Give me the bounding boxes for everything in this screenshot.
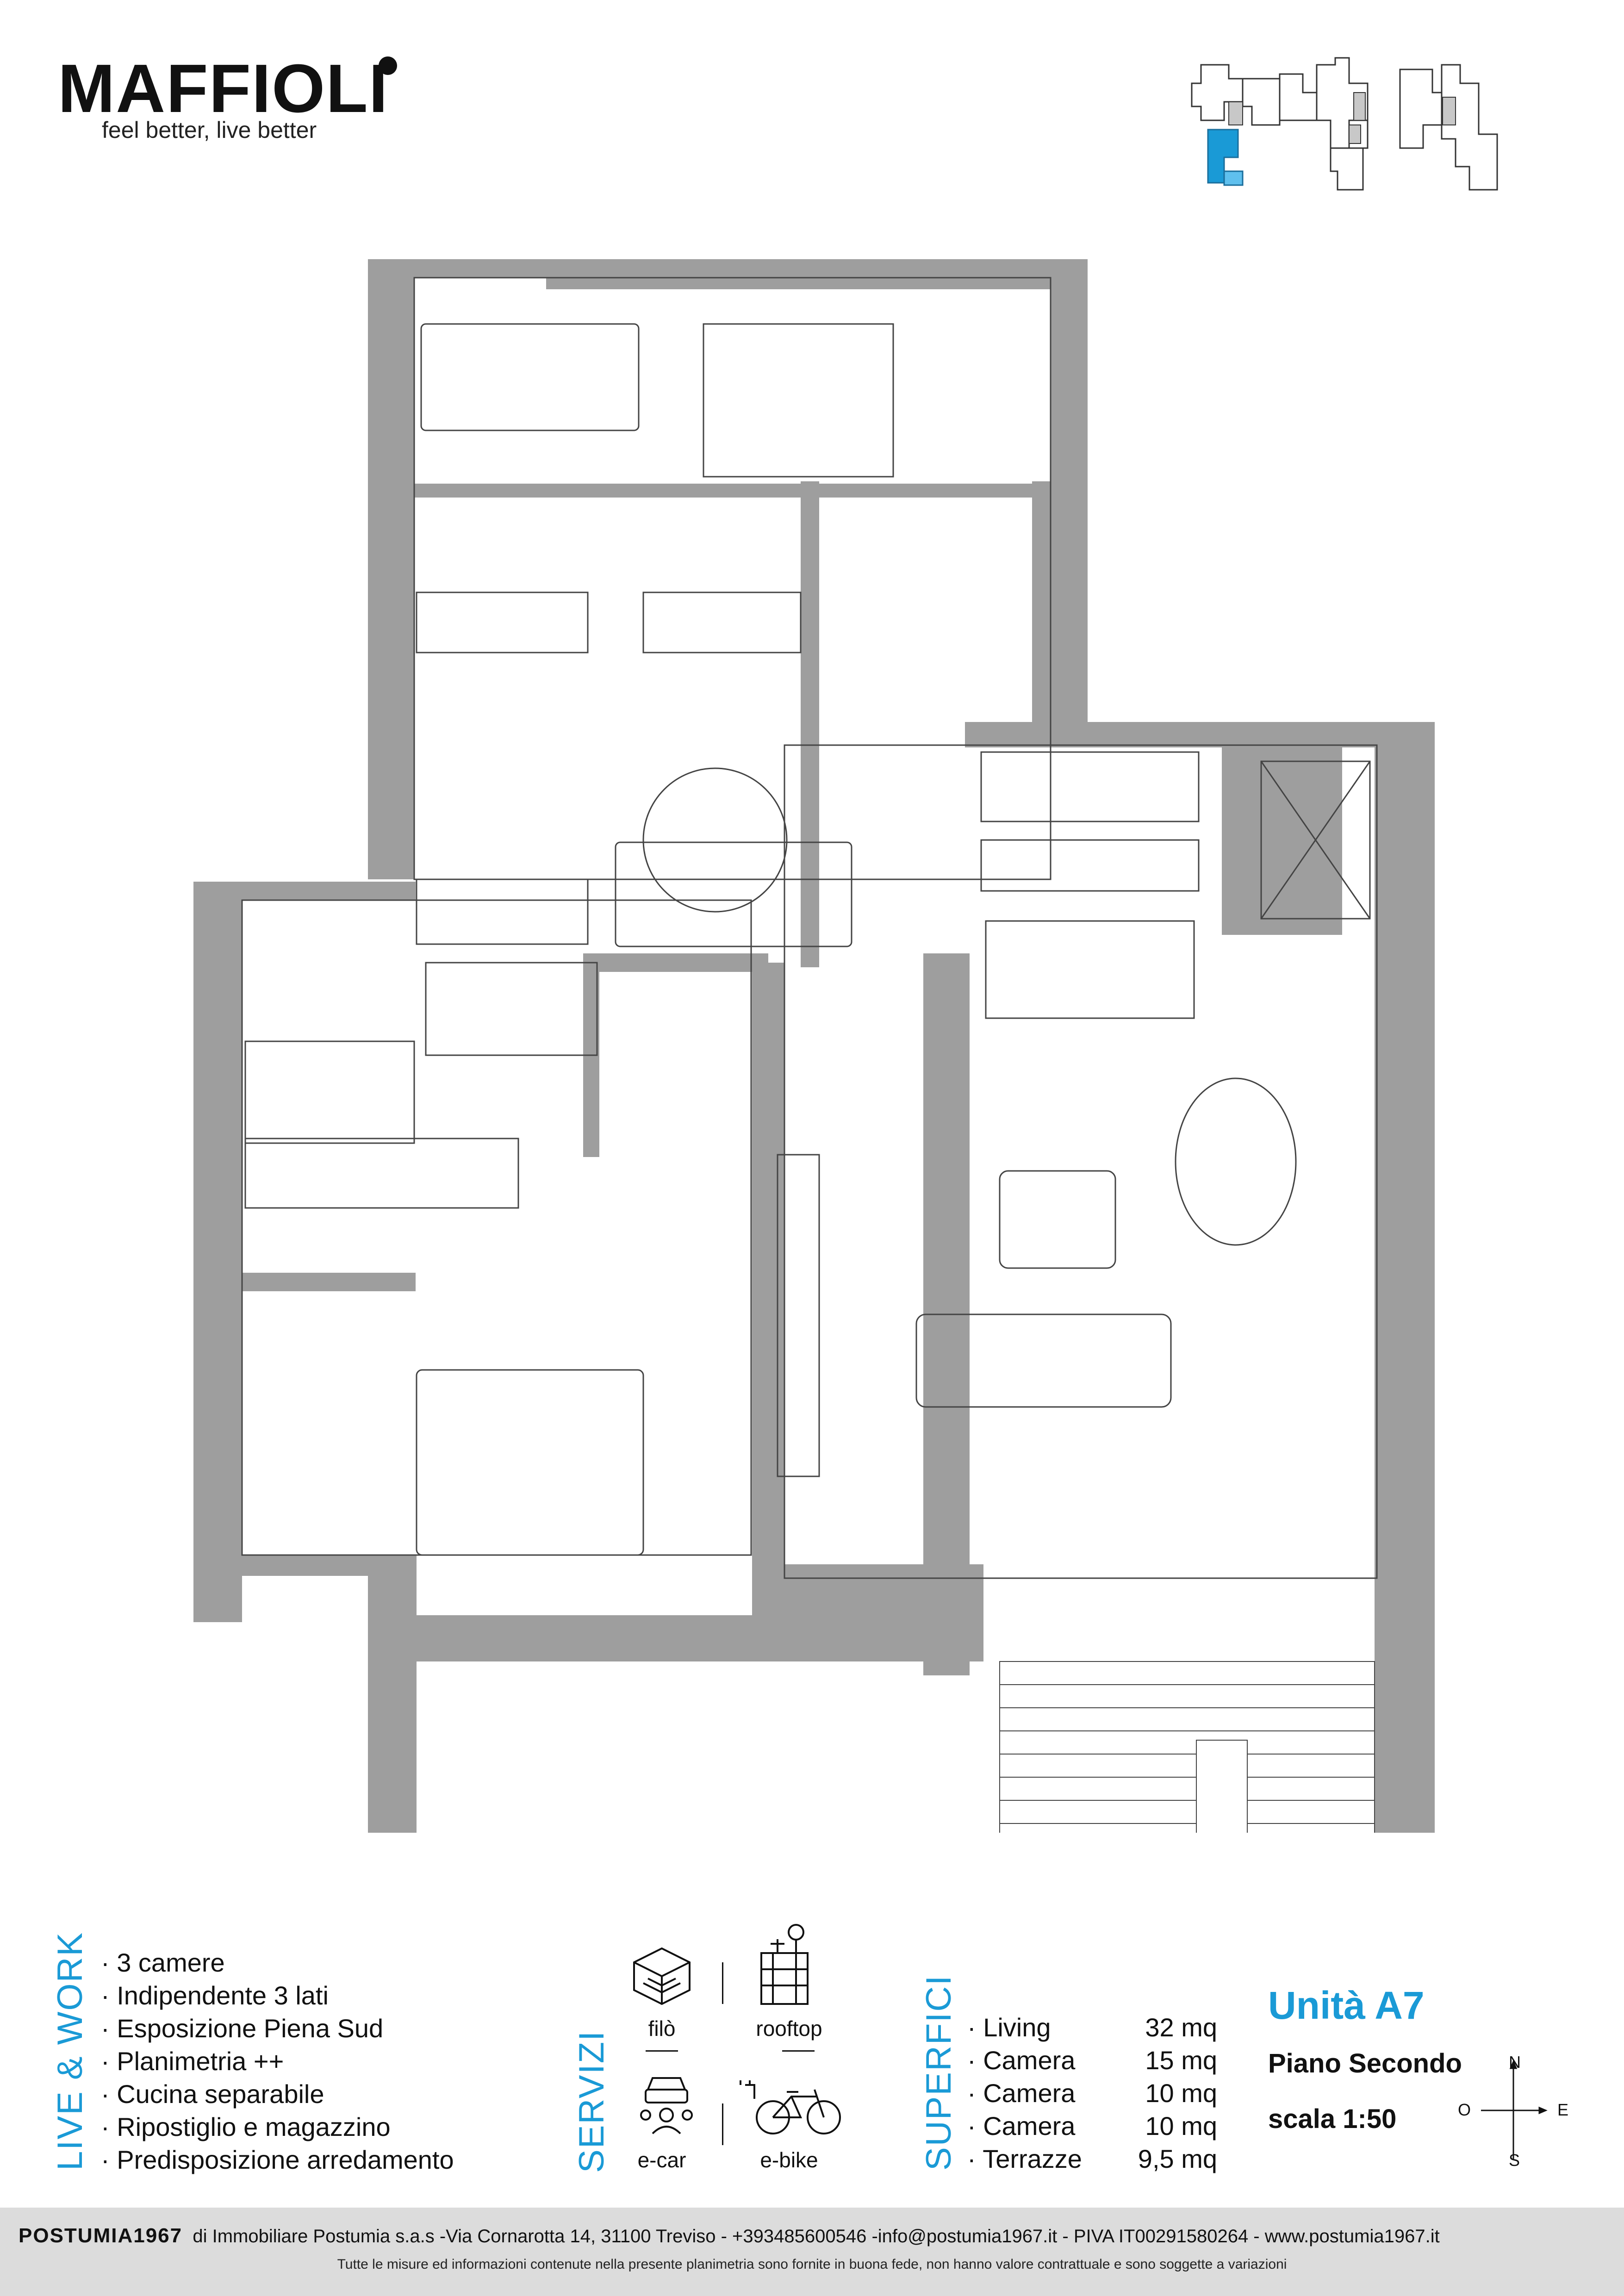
compass-east: E [1557, 2100, 1569, 2119]
footer-brand: POSTUMIA1967 [19, 2224, 183, 2247]
features-title: LIVE & WORK [50, 1931, 90, 2171]
service-divider [722, 1962, 723, 2004]
unit-title: Unità A7 [1268, 1984, 1425, 2027]
compass-icon [1481, 2060, 1548, 2159]
feature-item: Predisposizione arredamento [101, 2143, 454, 2176]
rooftop-building-icon [760, 1924, 809, 2005]
feature-item: Planimetria ++ [101, 2045, 454, 2078]
footer-info: POSTUMIA1967 di Immobiliare Postumia s.a… [19, 2224, 1440, 2247]
feature-item: Cucina separabile [101, 2078, 454, 2110]
unit-floor: Piano Secondo [1268, 2048, 1462, 2078]
brand-tagline: feel better, live better [102, 117, 317, 143]
floor-plan [193, 259, 1435, 1833]
surfaces-title: SUPERFICI [919, 1974, 958, 2171]
selected-unit-highlight [1207, 129, 1239, 184]
footer-disclaimer: Tutte le misure ed informazioni contenut… [337, 2257, 1287, 2272]
footer-contact: di Immobiliare Postumia s.a.s -Via Corna… [193, 2226, 1440, 2246]
service-divider [722, 2103, 723, 2145]
brand-logo-dot [379, 56, 397, 75]
unit-scale: scala 1:50 [1268, 2104, 1397, 2134]
service-divider [782, 2050, 815, 2052]
service-label-e-car: e-car [637, 2148, 686, 2172]
e-car-icon [640, 2077, 693, 2134]
cube-grid-icon [633, 1947, 691, 2005]
compass-west: O [1458, 2100, 1471, 2119]
service-label-filo: filò [648, 2016, 676, 2041]
brand-logo: MAFFIOLI [58, 50, 389, 127]
feature-item: Esposizione Piena Sud [101, 2012, 454, 2045]
service-divider [646, 2050, 678, 2052]
e-bike-icon [740, 2080, 841, 2134]
feature-item: 3 camere [101, 1946, 454, 1979]
feature-item: Ripostiglio e magazzino [101, 2110, 454, 2143]
features-list: 3 camere Indipendente 3 lati Esposizione… [101, 1946, 454, 2176]
services-title: SERVIZI [572, 2030, 611, 2173]
compass-south: S [1509, 2151, 1520, 2170]
service-label-rooftop: rooftop [756, 2016, 822, 2041]
compass-north: N [1509, 2053, 1521, 2072]
feature-item: Indipendente 3 lati [101, 1979, 454, 2012]
footer-bar [0, 2208, 1624, 2296]
key-plan-diagram [1191, 57, 1498, 191]
service-label-e-bike: e-bike [760, 2148, 818, 2172]
